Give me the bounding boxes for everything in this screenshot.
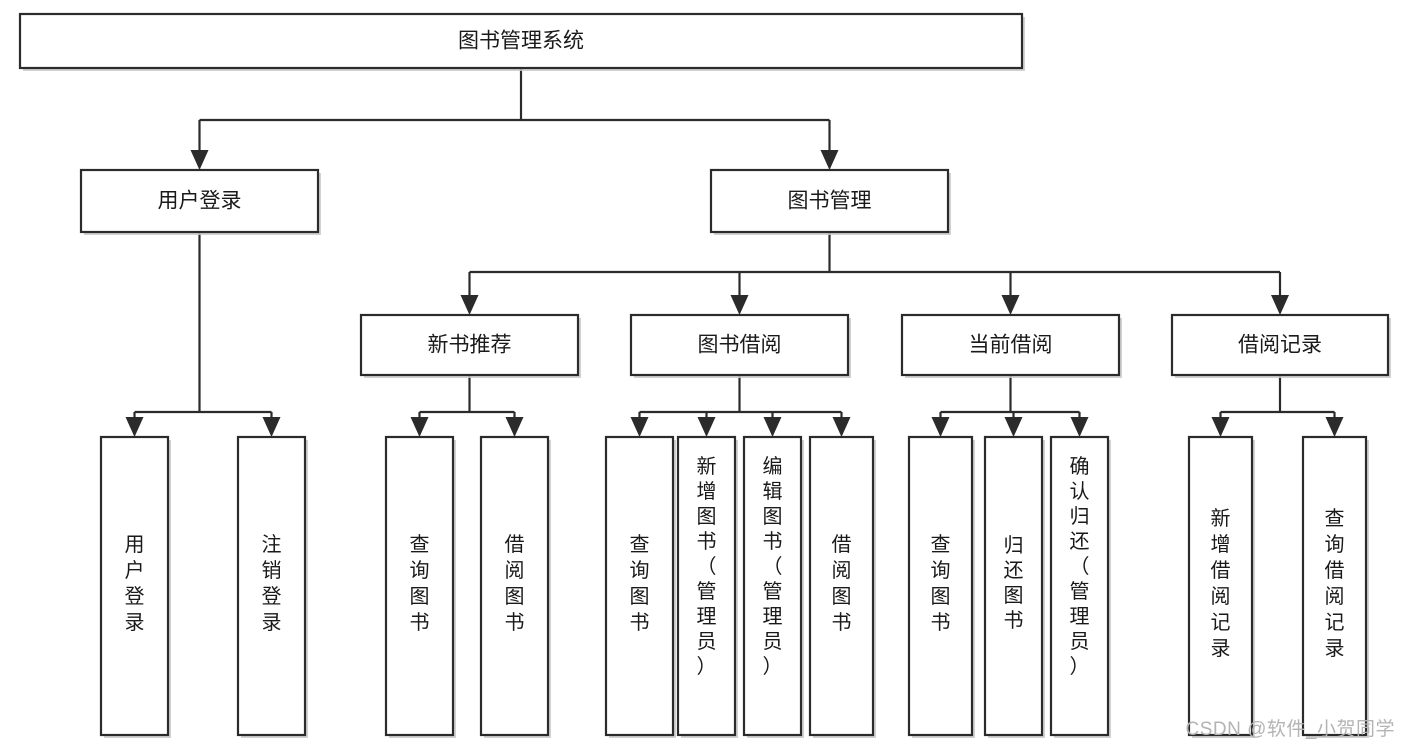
arrow-head-icon (820, 150, 839, 170)
arrow-head-icon (1271, 295, 1289, 315)
node-current-borrow[interactable]: 当前借阅 (900, 313, 1122, 378)
node-nbr-borrow-book[interactable]: 借阅图书 (479, 435, 551, 738)
arrow-head-icon (1004, 417, 1023, 437)
node-label: 查询图书 (630, 533, 650, 634)
node-bb-edit-book[interactable]: 编辑图书（管理员） (742, 435, 804, 738)
node-br-query-record[interactable]: 查询借阅记录 (1301, 435, 1369, 738)
node-rect (359, 313, 580, 377)
node-user-login-do[interactable]: 用户登录 (99, 435, 171, 738)
node-rect (983, 435, 1044, 737)
node-rect (236, 435, 307, 737)
arrow-head-icon (931, 417, 950, 437)
watermark-text: CSDN @软件_小贺同学 (1185, 719, 1395, 740)
arrow-head-icon (730, 295, 749, 315)
node-label: 新书推荐 (428, 334, 512, 357)
node-cb-confirm-return[interactable]: 确认归还（管理员） (1049, 435, 1111, 738)
arrow-head-icon (1211, 417, 1230, 437)
node-rect (742, 435, 803, 737)
node-rect (676, 435, 737, 737)
node-layer: 图书管理系统用户登录图书管理用户登录注销登录新书推荐图书借阅当前借阅借阅记录查询… (18, 12, 1391, 738)
arrow-head-icon (1325, 417, 1344, 437)
arrow-head-icon (832, 417, 851, 437)
node-label: 注销登录 (262, 533, 282, 634)
arrow-head-icon (1070, 417, 1089, 437)
node-label: 图书管理系统 (458, 30, 584, 53)
node-rect (900, 313, 1121, 377)
node-rect (1170, 313, 1390, 377)
node-br-add-record[interactable]: 新增借阅记录 (1187, 435, 1255, 738)
node-rect (629, 313, 850, 377)
arrow-head-icon (410, 417, 429, 437)
node-user-logout[interactable]: 注销登录 (236, 435, 308, 738)
node-label: 图书借阅 (698, 334, 782, 357)
node-label: 归还图书 (1004, 534, 1024, 632)
node-rect (18, 12, 1024, 70)
arrow-head-icon (763, 417, 782, 437)
node-cb-return-book[interactable]: 归还图书 (983, 435, 1045, 738)
node-bb-borrow-book[interactable]: 借阅图书 (808, 435, 876, 738)
node-user-login[interactable]: 用户登录 (79, 168, 321, 235)
arrow-head-icon (697, 417, 716, 437)
node-rect (79, 168, 320, 234)
node-label: 借阅记录 (1238, 334, 1322, 357)
node-label: 查询图书 (931, 533, 951, 634)
arrow-head-icon (190, 150, 209, 170)
connector-layer (125, 68, 1344, 437)
node-cb-query-book[interactable]: 查询图书 (907, 435, 975, 738)
node-new-book-recommend[interactable]: 新书推荐 (359, 313, 581, 378)
node-label: 用户登录 (158, 190, 242, 213)
node-label: 当前借阅 (969, 334, 1053, 357)
arrow-head-icon (630, 417, 649, 437)
node-label: 用户登录 (125, 534, 145, 634)
node-label: 借阅图书 (505, 533, 525, 634)
arrow-head-icon (505, 417, 524, 437)
arrow-head-icon (262, 417, 281, 437)
node-label: 新增图书（管理员） (697, 455, 717, 678)
node-book-management[interactable]: 图书管理 (709, 168, 951, 235)
node-rect (604, 435, 675, 737)
node-rect (479, 435, 550, 737)
node-rect (1049, 435, 1110, 737)
node-rect (99, 435, 170, 737)
node-label: 查询图书 (410, 533, 430, 634)
arrow-head-icon (460, 295, 479, 315)
arrow-head-icon (1001, 295, 1020, 315)
node-root[interactable]: 图书管理系统 (18, 12, 1025, 71)
node-rect (1301, 435, 1368, 737)
node-label: 确认归还（管理员） (1070, 455, 1090, 678)
node-label: 查询借阅记录 (1325, 507, 1345, 660)
node-label: 借阅图书 (832, 533, 852, 634)
node-label: 编辑图书（管理员） (763, 455, 783, 678)
node-book-borrow[interactable]: 图书借阅 (629, 313, 851, 378)
node-label: 图书管理 (788, 190, 872, 213)
node-nbr-query-book[interactable]: 查询图书 (384, 435, 456, 738)
node-borrow-records[interactable]: 借阅记录 (1170, 313, 1391, 378)
node-bb-add-book[interactable]: 新增图书（管理员） (676, 435, 738, 738)
node-rect (907, 435, 974, 737)
arrow-head-icon (125, 417, 144, 437)
node-rect (808, 435, 875, 737)
node-rect (384, 435, 455, 737)
node-bb-query-book[interactable]: 查询图书 (604, 435, 676, 738)
node-rect (709, 168, 950, 234)
node-label: 新增借阅记录 (1211, 507, 1231, 660)
node-rect (1187, 435, 1254, 737)
